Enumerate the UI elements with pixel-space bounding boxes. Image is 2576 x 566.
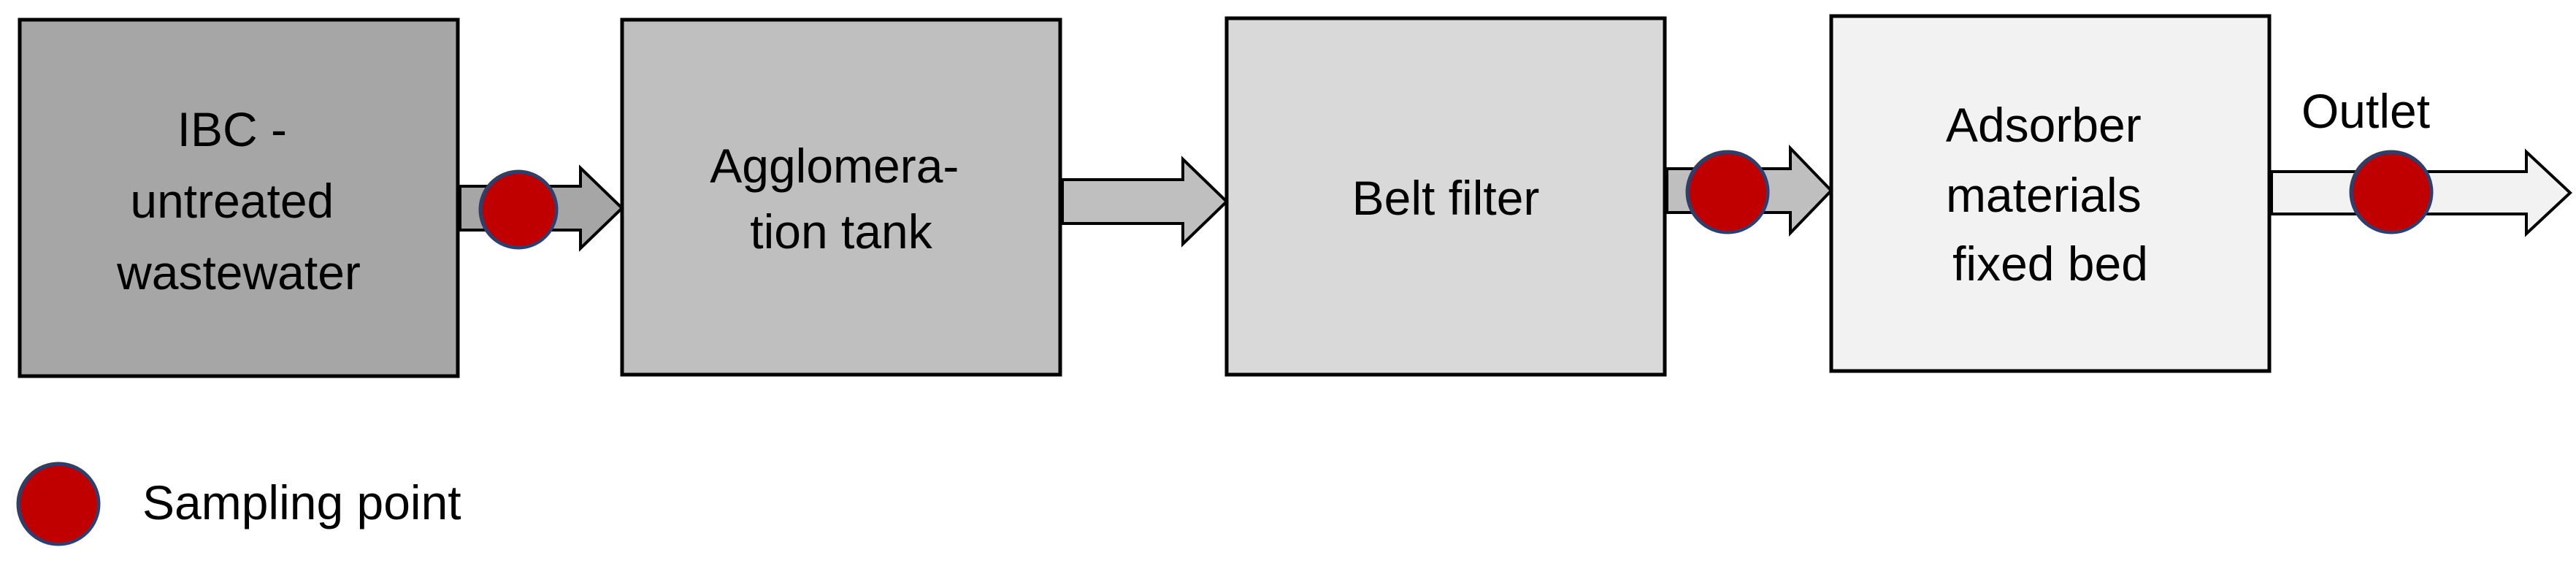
box-agglomeration-line-2: tion tank	[750, 204, 932, 259]
box-belt-filter: Belt filter	[1224, 16, 1667, 377]
legend-label: Sampling point	[142, 475, 461, 529]
box-ibc-rect	[18, 18, 460, 378]
box-adsorber-label: Adsorber materials fixed bed	[1946, 98, 2155, 291]
box-agglomeration-line-1: Agglomera-	[710, 139, 959, 193]
outlet-label: Outlet	[2301, 84, 2430, 138]
box-agglomeration: Agglomera- tion tank	[620, 18, 1062, 377]
box-belt-filter-label: Belt filter	[1352, 171, 1540, 225]
box-adsorber-line-2: materials	[1946, 168, 2142, 222]
box-ibc-label: IBC - untreated wastewater	[116, 102, 361, 299]
box-agglomeration-label: Agglomera- tion tank	[710, 139, 973, 259]
box-ibc-line-2: untreated	[130, 174, 334, 228]
box-belt-filter-rect	[1224, 16, 1667, 377]
box-adsorber-line-3: fixed bed	[1952, 237, 2148, 291]
sampling-point-after-belt-filter	[1685, 150, 1770, 234]
box-belt-filter-line-1: Belt filter	[1352, 171, 1540, 225]
legend-sampling-point-icon	[16, 462, 101, 546]
box-agglomeration-rect	[620, 18, 1062, 377]
box-ibc-line-3: wastewater	[116, 245, 361, 299]
legend: Sampling point	[16, 462, 461, 546]
box-adsorber: Adsorber materials fixed bed	[1829, 14, 2272, 373]
box-ibc: IBC - untreated wastewater	[18, 18, 460, 378]
arrow-agglomeration-to-belt	[1061, 156, 1229, 248]
box-ibc-line-1: IBC -	[177, 102, 287, 156]
sampling-point-outlet	[2349, 150, 2434, 234]
box-adsorber-rect	[1829, 14, 2272, 373]
sampling-point-after-ibc	[478, 169, 559, 250]
box-adsorber-line-1: Adsorber	[1946, 98, 2142, 152]
